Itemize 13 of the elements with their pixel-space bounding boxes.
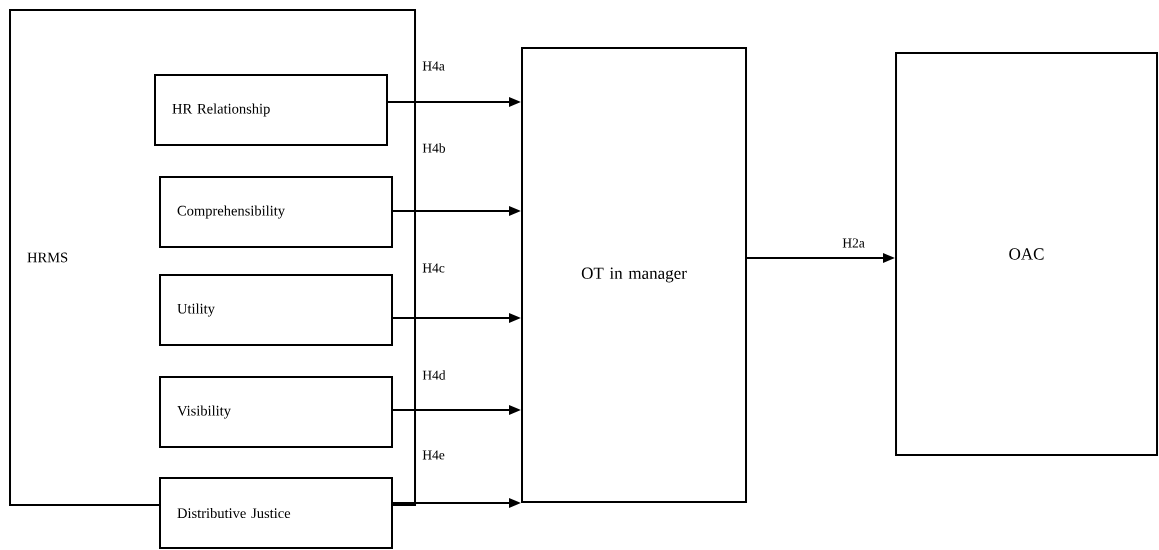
- edge-label: H4d: [422, 370, 446, 380]
- edge-label: H4e: [422, 450, 445, 460]
- edge-label: H2a: [842, 238, 865, 248]
- factor-box: HR Relationship: [154, 74, 388, 146]
- factor-box: Visibility: [159, 376, 393, 448]
- edge-label: H4b: [422, 143, 446, 153]
- factor-box: Comprehensibility: [159, 176, 393, 248]
- outcome-box: OAC: [895, 52, 1158, 456]
- factor-box: Distributive Justice: [159, 477, 393, 549]
- factor-box: Utility: [159, 274, 393, 346]
- edge-label: H4a: [422, 61, 445, 71]
- edge-label: H4c: [422, 263, 445, 273]
- process-box: OT in manager: [521, 47, 747, 503]
